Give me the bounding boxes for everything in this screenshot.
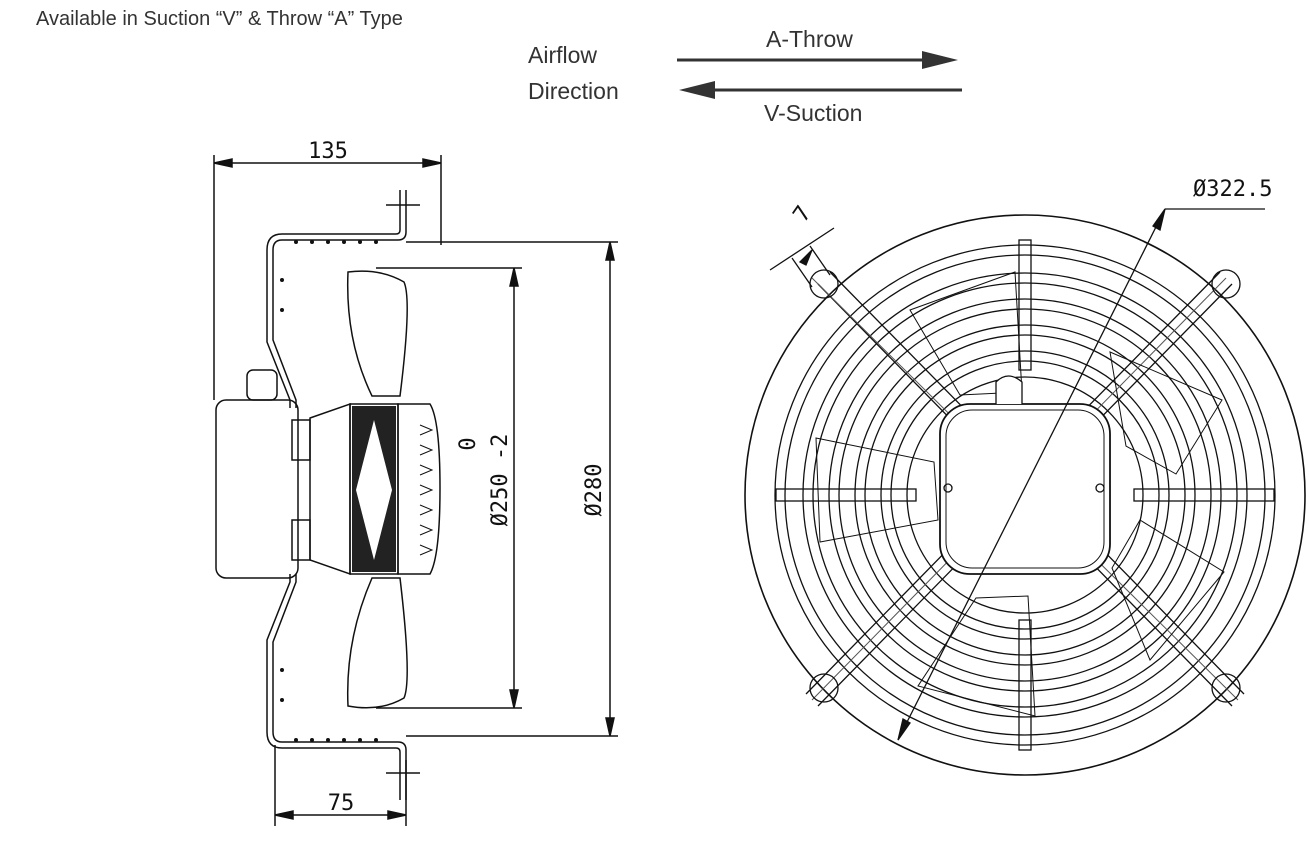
airflow-label-line2: Direction — [528, 78, 619, 104]
a-throw-label: A-Throw — [766, 26, 853, 52]
dim-blade-diameter: Ø250 -2 — [488, 434, 513, 527]
suction-arrow — [679, 81, 962, 99]
front-view — [744, 208, 1306, 776]
dim-135: 135 — [308, 139, 348, 164]
v-suction-label: V-Suction — [764, 100, 863, 126]
dim-guard-diameter: Ø322.5 — [1193, 177, 1272, 202]
dim-blade-tolerance: 0 — [456, 437, 481, 450]
airflow-label-line1: Airflow — [528, 42, 598, 68]
dim-hole: 7 — [789, 202, 817, 227]
side-view — [213, 155, 618, 826]
throw-arrow — [677, 51, 958, 69]
dim-frame-diameter: Ø280 — [582, 464, 607, 517]
availability-note: Available in Suction “V” & Throw “A” Typ… — [36, 8, 403, 30]
dim-75: 75 — [328, 791, 355, 816]
